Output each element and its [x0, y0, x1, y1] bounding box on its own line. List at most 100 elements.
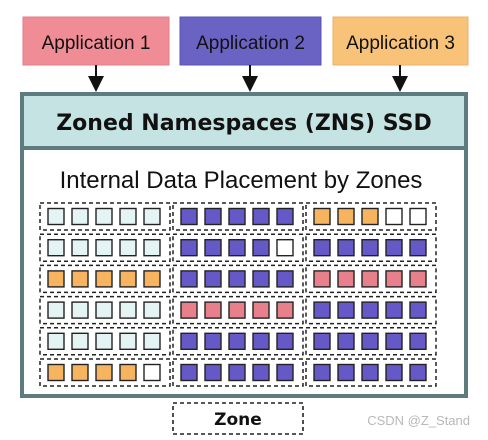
application-2-box — [179, 16, 322, 66]
application-2-label: Application 2 — [196, 33, 305, 54]
zone-r1-z0 — [39, 233, 171, 262]
zone-r0-z0 — [39, 202, 171, 231]
ssd-header — [24, 96, 464, 147]
zone-r4-z1 — [172, 327, 304, 356]
block-purple — [180, 332, 198, 350]
application-2: Application 2 — [179, 16, 322, 66]
block-purple — [337, 238, 355, 257]
ssd-title: Zoned Namespaces (ZNS) SSD — [56, 111, 432, 136]
zone-legend-label: Zone — [214, 410, 262, 430]
block-pink — [313, 270, 331, 288]
block-orange — [71, 270, 89, 288]
zone-legend-box — [172, 402, 304, 435]
zone-r0-z1 — [172, 202, 304, 231]
block-purple — [228, 207, 246, 226]
block-purple — [228, 363, 246, 382]
block-orange — [71, 363, 89, 382]
block-light — [47, 238, 65, 257]
application-1-box — [22, 16, 170, 66]
zone-r3-z0 — [39, 295, 171, 325]
block-orange — [313, 207, 331, 226]
zone-legend: Zone — [172, 402, 304, 435]
block-orange — [143, 270, 161, 288]
block-orange — [95, 270, 113, 288]
block-purple — [252, 238, 270, 257]
block-light — [95, 332, 113, 350]
block-purple — [409, 301, 427, 319]
block-light — [71, 238, 89, 257]
block-empty — [143, 363, 161, 382]
block-pink — [252, 301, 270, 319]
block-purple — [313, 238, 331, 257]
application-1: Application 1 — [22, 16, 170, 66]
block-light — [119, 238, 137, 257]
block-purple — [252, 363, 270, 382]
block-light — [47, 332, 65, 350]
block-light — [71, 207, 89, 226]
block-purple — [361, 363, 379, 382]
block-light — [47, 301, 65, 319]
block-orange — [337, 207, 355, 226]
application-3-box — [332, 16, 469, 66]
block-light — [119, 301, 137, 319]
block-empty — [385, 207, 403, 226]
block-purple — [276, 207, 294, 226]
block-purple — [228, 238, 246, 257]
block-light — [143, 332, 161, 350]
block-light — [143, 207, 161, 226]
zone-r2-z0 — [39, 264, 171, 294]
block-purple — [276, 363, 294, 382]
block-purple — [337, 363, 355, 382]
block-pink — [180, 301, 198, 319]
block-purple — [313, 363, 331, 382]
block-light — [95, 207, 113, 226]
application-3: Application 3 — [332, 16, 469, 66]
block-light — [71, 332, 89, 350]
block-purple — [313, 332, 331, 350]
block-purple — [252, 332, 270, 350]
zone-r1-z1 — [172, 233, 304, 262]
block-orange — [361, 207, 379, 226]
block-purple — [385, 238, 403, 257]
block-purple — [276, 332, 294, 350]
block-purple — [361, 238, 379, 257]
block-orange — [119, 363, 137, 382]
block-orange — [95, 363, 113, 382]
block-light — [119, 207, 137, 226]
block-purple — [204, 332, 222, 350]
zone-r3-z2 — [305, 295, 437, 325]
inner-title: Internal Data Placement by Zones — [60, 167, 423, 194]
application-3-label: Application 3 — [346, 33, 455, 54]
block-purple — [337, 301, 355, 319]
block-purple — [228, 270, 246, 288]
zone-r2-z2 — [305, 264, 437, 294]
zone-r1-z2 — [305, 233, 437, 262]
block-purple — [180, 238, 198, 257]
block-purple — [337, 332, 355, 350]
block-light — [95, 238, 113, 257]
block-purple — [385, 363, 403, 382]
zone-r5-z1 — [172, 358, 304, 387]
block-purple — [228, 332, 246, 350]
block-purple — [252, 270, 270, 288]
zone-r4-z2 — [305, 327, 437, 356]
block-purple — [180, 270, 198, 288]
block-pink — [204, 301, 222, 319]
zone-r5-z0 — [39, 358, 171, 387]
block-purple — [204, 363, 222, 382]
block-pink — [361, 270, 379, 288]
block-empty — [409, 207, 427, 226]
block-empty — [276, 238, 294, 257]
block-light — [47, 207, 65, 226]
block-orange — [47, 363, 65, 382]
block-orange — [47, 270, 65, 288]
block-purple — [385, 301, 403, 319]
block-purple — [409, 363, 427, 382]
block-purple — [409, 332, 427, 350]
zone-r2-z1 — [172, 264, 304, 294]
block-orange — [119, 270, 137, 288]
block-light — [143, 301, 161, 319]
block-purple — [276, 270, 294, 288]
zone-r4-z0 — [39, 327, 171, 356]
block-purple — [361, 301, 379, 319]
